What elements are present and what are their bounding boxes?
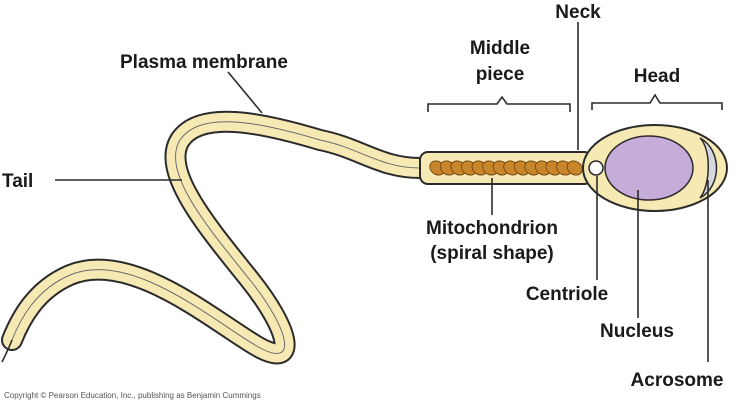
middle-piece-label-line1: Middle <box>470 38 530 59</box>
centriole-dot <box>589 161 603 175</box>
head-label: Head <box>634 66 680 87</box>
acrosome-label: Acrosome <box>631 370 724 391</box>
plasma-membrane-label: Plasma membrane <box>120 52 288 73</box>
nucleus-body <box>605 136 693 200</box>
head-brace <box>592 95 722 110</box>
mitochondrion-label-line1: Mitochondrion <box>426 218 558 239</box>
neck-label: Neck <box>555 2 601 23</box>
tail-label: Tail <box>2 171 33 192</box>
middle-piece-label-line2: piece <box>476 64 525 85</box>
nucleus-label: Nucleus <box>600 321 674 342</box>
centriole-label: Centriole <box>526 284 608 305</box>
middle-piece-brace <box>428 97 570 112</box>
copyright-footer: Copyright © Pearson Education, Inc., pub… <box>4 391 261 400</box>
mitochondrion-label-line2: (spiral shape) <box>430 243 554 264</box>
plasma-membrane-leader <box>228 72 262 113</box>
